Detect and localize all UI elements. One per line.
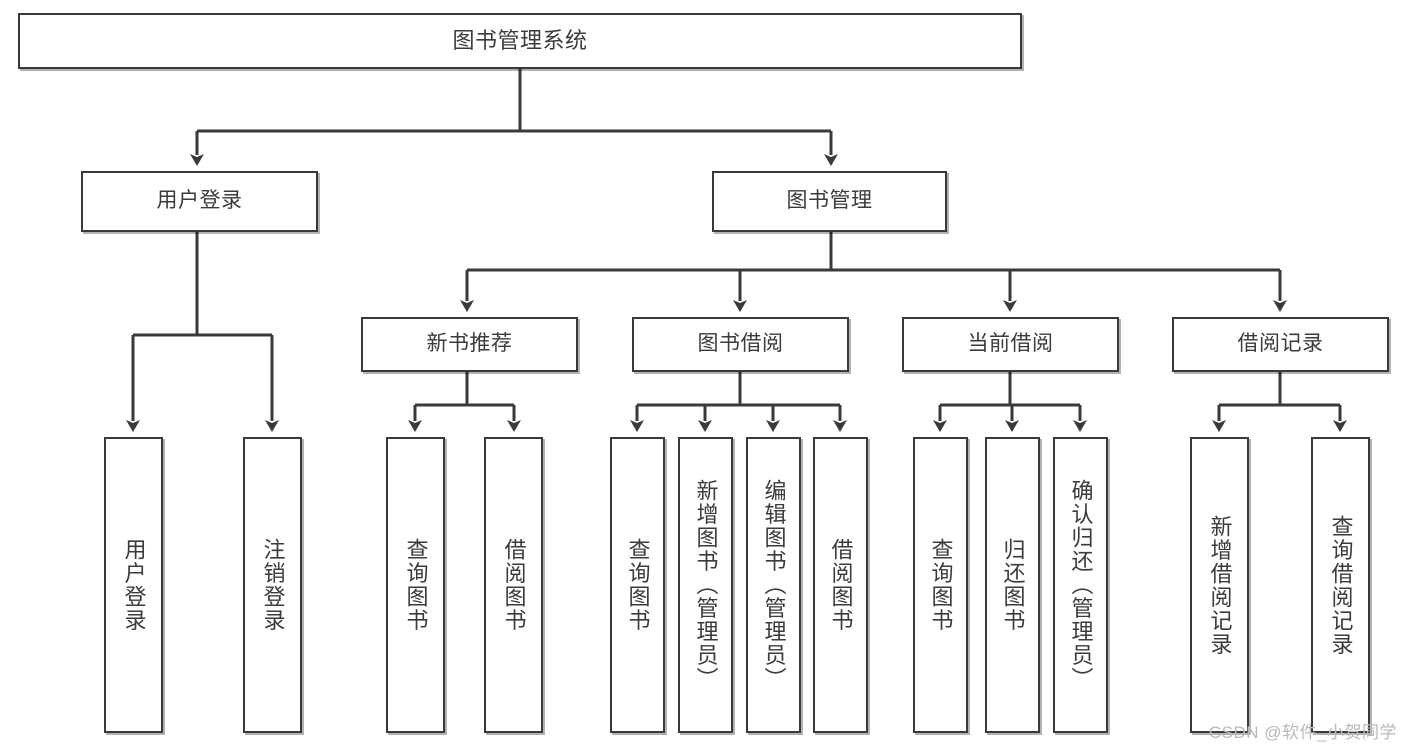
node-leaf-query-book-1[interactable]: 查询图书 <box>386 437 445 733</box>
node-leaf-confirm-return-admin[interactable]: 确认归还（管理员） <box>1053 437 1108 733</box>
node-book-manage-label: 图书管理 <box>786 189 873 213</box>
node-leaf-borrow-book-2[interactable]: 借阅图书 <box>813 437 868 733</box>
node-leaf-return-book-label: 归还图书 <box>1000 538 1026 632</box>
node-leaf-add-book-admin-label: 新增图书（管理员） <box>693 479 719 691</box>
node-leaf-logout-login[interactable]: 注销登录 <box>243 437 302 733</box>
node-user-login[interactable]: 用户登录 <box>81 171 318 232</box>
node-leaf-add-borrow-record-label: 新增借阅记录 <box>1207 514 1233 656</box>
node-leaf-query-book-2-label: 查询图书 <box>625 538 651 632</box>
node-leaf-confirm-return-admin-label: 确认归还（管理员） <box>1068 479 1094 691</box>
node-leaf-return-book[interactable]: 归还图书 <box>985 437 1040 733</box>
node-book-borrow-label: 图书借阅 <box>697 332 784 356</box>
node-borrow-record-label: 借阅记录 <box>1237 332 1324 356</box>
node-leaf-query-book-2[interactable]: 查询图书 <box>610 437 665 733</box>
node-leaf-edit-book-admin[interactable]: 编辑图书（管理员） <box>746 437 801 733</box>
node-root[interactable]: 图书管理系统 <box>18 13 1022 69</box>
node-leaf-query-borrow-record-label: 查询借阅记录 <box>1328 514 1354 656</box>
node-current-borrow-label: 当前借阅 <box>967 332 1054 356</box>
node-book-manage[interactable]: 图书管理 <box>712 171 947 232</box>
node-user-login-label: 用户登录 <box>156 189 243 213</box>
node-book-borrow[interactable]: 图书借阅 <box>632 317 849 372</box>
node-new-book-recommend-label: 新书推荐 <box>426 332 513 356</box>
node-leaf-edit-book-admin-label: 编辑图书（管理员） <box>761 479 787 691</box>
node-borrow-record[interactable]: 借阅记录 <box>1172 317 1389 372</box>
node-leaf-query-borrow-record[interactable]: 查询借阅记录 <box>1311 437 1370 733</box>
node-root-label: 图书管理系统 <box>452 28 588 54</box>
node-leaf-logout-login-label: 注销登录 <box>260 538 286 632</box>
node-current-borrow[interactable]: 当前借阅 <box>902 317 1119 372</box>
node-leaf-borrow-book-1[interactable]: 借阅图书 <box>484 437 543 733</box>
node-leaf-query-book-3-label: 查询图书 <box>928 538 954 632</box>
node-leaf-query-book-3[interactable]: 查询图书 <box>913 437 968 733</box>
node-leaf-add-borrow-record[interactable]: 新增借阅记录 <box>1190 437 1249 733</box>
node-leaf-query-book-1-label: 查询图书 <box>403 538 429 632</box>
node-new-book-recommend[interactable]: 新书推荐 <box>361 317 578 372</box>
node-leaf-add-book-admin[interactable]: 新增图书（管理员） <box>678 437 733 733</box>
node-leaf-user-login-label: 用户登录 <box>121 538 147 632</box>
node-leaf-borrow-book-1-label: 借阅图书 <box>501 538 527 632</box>
watermark: CSDN @软件_小贺同学 <box>1208 723 1397 742</box>
node-leaf-user-login[interactable]: 用户登录 <box>104 437 163 733</box>
node-leaf-borrow-book-2-label: 借阅图书 <box>828 538 854 632</box>
